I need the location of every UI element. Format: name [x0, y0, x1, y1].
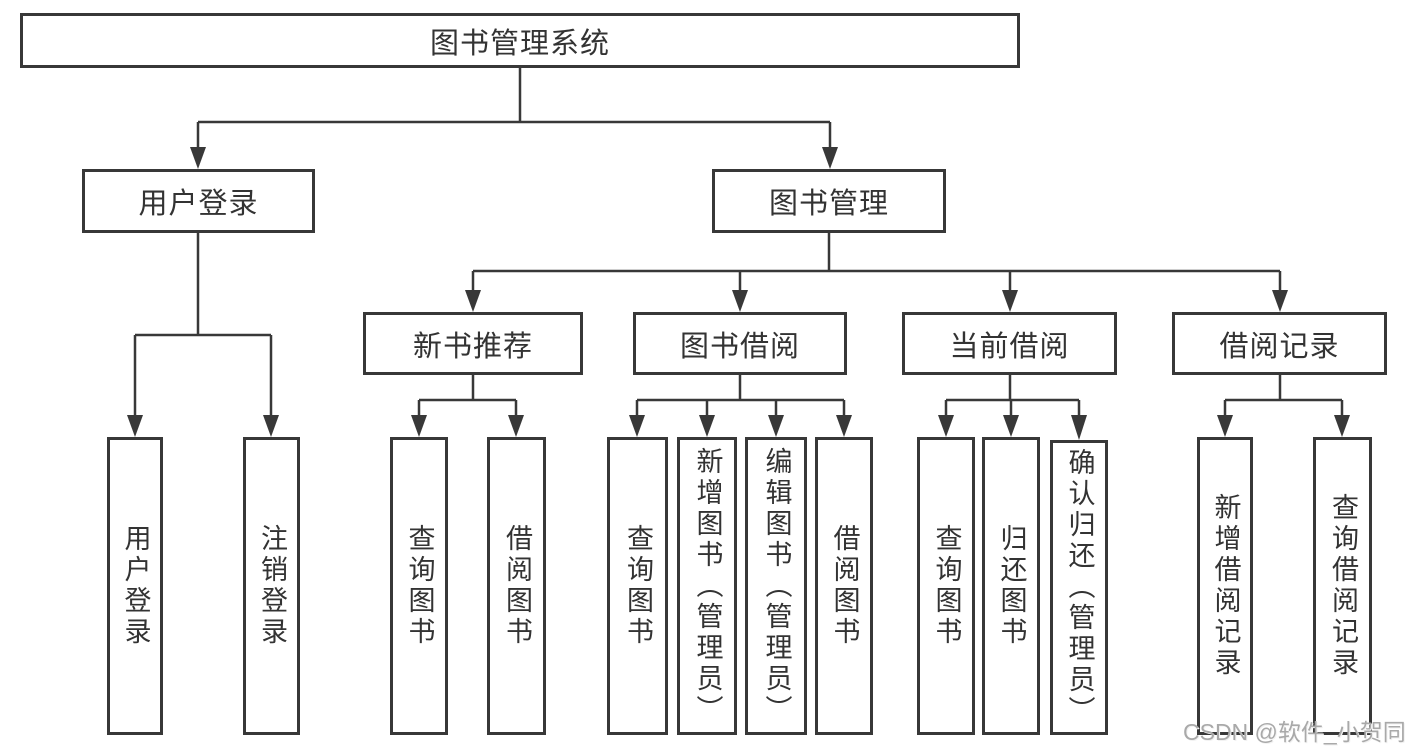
- node-book-management: 图书管理: [712, 169, 946, 233]
- leaf-query-books-borrow-label: 查询图书: [623, 524, 653, 648]
- leaf-return-books-label: 归还图书: [996, 524, 1027, 648]
- node-user-login-label: 用户登录: [138, 188, 259, 220]
- leaf-logout: 注销登录: [243, 437, 300, 735]
- leaf-query-books-borrow: 查询图书: [607, 437, 668, 735]
- node-book-borrow-label: 图书借阅: [679, 330, 800, 363]
- node-current-borrow: 当前借阅: [902, 312, 1117, 375]
- leaf-edit-book-admin: 编辑图书（管理员）: [745, 437, 807, 735]
- leaf-add-book-admin-label: 新增图书（管理员）: [692, 446, 723, 726]
- leaf-add-borrow-record-label: 新增借阅记录: [1210, 493, 1241, 679]
- leaf-query-books-current: 查询图书: [917, 437, 975, 735]
- node-new-book-recommend: 新书推荐: [363, 312, 583, 375]
- leaf-edit-book-admin-label: 编辑图书（管理员）: [761, 446, 792, 726]
- node-book-borrow: 图书借阅: [633, 312, 847, 375]
- leaf-borrow-books-recommend-label: 借阅图书: [502, 524, 532, 648]
- leaf-add-borrow-record: 新增借阅记录: [1197, 437, 1253, 735]
- leaf-user-login: 用户登录: [107, 437, 163, 735]
- leaf-query-books-recommend-label: 查询图书: [404, 524, 435, 648]
- leaf-borrow-books: 借阅图书: [815, 437, 873, 735]
- leaf-query-books-recommend: 查询图书: [390, 437, 448, 735]
- leaf-query-borrow-record: 查询借阅记录: [1313, 437, 1372, 735]
- leaf-confirm-return-admin: 确认归还（管理员）: [1050, 440, 1108, 735]
- leaf-return-books: 归还图书: [982, 437, 1040, 735]
- node-root-label: 图书管理系统: [429, 27, 610, 60]
- leaf-confirm-return-admin-label: 确认归还（管理员）: [1064, 448, 1095, 727]
- node-book-management-label: 图书管理: [768, 188, 889, 220]
- leaf-borrow-books-label: 借阅图书: [829, 524, 860, 648]
- node-new-book-recommend-label: 新书推荐: [412, 330, 533, 363]
- node-borrow-records: 借阅记录: [1172, 312, 1387, 375]
- leaf-borrow-books-recommend: 借阅图书: [487, 437, 546, 735]
- leaf-logout-label: 注销登录: [257, 524, 287, 648]
- leaf-query-borrow-record-label: 查询借阅记录: [1328, 493, 1358, 679]
- node-root: 图书管理系统: [20, 13, 1020, 68]
- leaf-user-login-label: 用户登录: [120, 524, 151, 648]
- node-user-login: 用户登录: [82, 169, 315, 233]
- watermark: CSDN @软件_小贺同学: [1183, 719, 1405, 745]
- leaf-query-books-current-label: 查询图书: [931, 524, 962, 648]
- node-borrow-records-label: 借阅记录: [1219, 330, 1340, 363]
- leaf-add-book-admin: 新增图书（管理员）: [677, 437, 737, 735]
- node-current-borrow-label: 当前借阅: [949, 330, 1070, 363]
